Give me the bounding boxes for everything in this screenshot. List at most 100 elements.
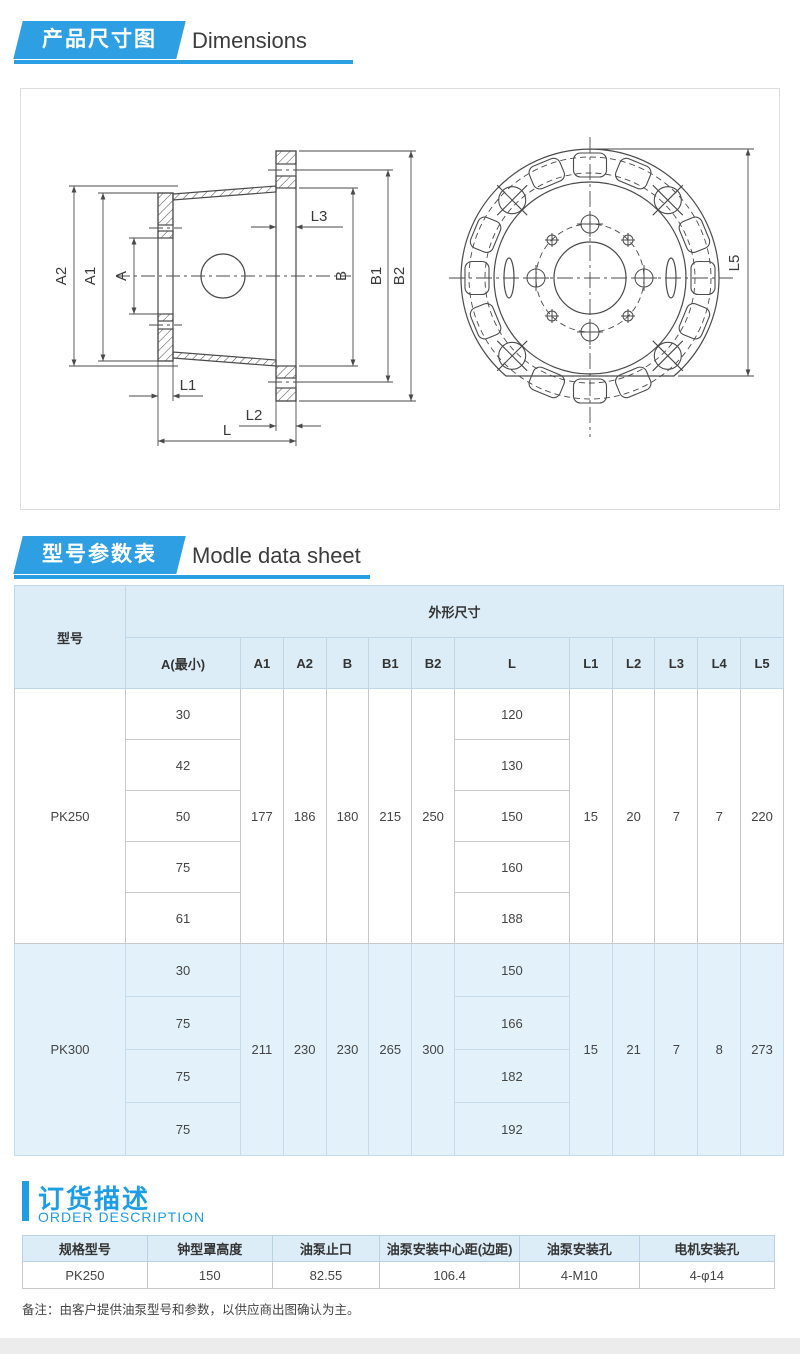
header-underline [14,575,370,579]
table-row: 75 160 [15,841,784,893]
table-row: PK250 150 82.55 106.4 4-M10 4-φ14 [22,1261,776,1289]
cell-model-pk300: PK300 [13,943,127,1156]
cell-l: 150 [453,790,570,842]
svg-text:L1: L1 [180,377,197,394]
order-cell-pump-center-dist: 106.4 [379,1261,521,1289]
dimensions-title: Dimensions [192,28,307,53]
front-view-dimensions [590,148,754,377]
table-row: 50 150 [15,790,784,842]
order-col-pump-center-dist: 油泵安装中心距(边距) [379,1235,521,1262]
cell-l: 182 [453,1049,570,1103]
col-group-outline-size: 外形尺寸 [125,585,784,638]
cell-a2: 186 [282,688,327,944]
order-cell-pump-mount-hole: 4-M10 [519,1261,640,1289]
order-subtitle: ORDER DESCRIPTION [38,1209,206,1225]
cell-a2: 230 [282,943,327,1156]
order-accent-bar [22,1181,29,1221]
cell-b1: 215 [368,688,413,944]
dimensions-tag-ribbon: 产品尺寸图 [18,21,181,59]
order-cell-motor-mount-hole: 4-φ14 [638,1261,776,1289]
cell-b2: 250 [411,688,455,944]
col-header-model: 型号 [13,585,127,689]
cell-a-min: 75 [125,1102,241,1156]
cell-a-min: 42 [125,739,241,791]
order-title: 订货描述 [38,1184,151,1214]
cell-l4: 7 [697,688,742,944]
model-data-table: 型号 外形尺寸 A(最小) A1 A2 B B1 B2 L L1 L2 L3 L… [13,585,784,1156]
remark-note: 备注：由客户提供油泵型号和参数，以供应商出图确认为主。 [22,1303,360,1317]
cell-l1: 15 [568,688,613,944]
datasheet-title: Modle data sheet [192,543,361,568]
cell-a-min: 50 [125,790,241,842]
svg-text:B: B [333,271,350,281]
svg-text:A2: A2 [53,267,70,285]
cell-model-pk250: PK250 [13,688,127,944]
cell-b1: 265 [368,943,413,1156]
front-view-dim-label: L5 [726,255,743,272]
datasheet-tag-ribbon: 型号参数表 [18,536,181,574]
cell-l3: 7 [654,943,699,1156]
col-header-l3: L3 [654,637,699,689]
side-view-centerlines [116,169,351,383]
cell-l: 192 [453,1102,570,1156]
section-header-datasheet: 型号参数表 Modle data sheet [14,535,786,579]
table-row: PK250 30 177 186 180 215 250 120 15 20 7… [13,688,784,944]
svg-text:A: A [113,271,130,281]
cell-l2: 21 [611,943,656,1156]
cell-l: 166 [453,996,570,1050]
cell-a1: 177 [239,688,284,944]
section-header-dimensions: 产品尺寸图 Dimensions [14,20,786,64]
section-header-order: 订货描述 ORDER DESCRIPTION [22,1179,800,1225]
dimensions-tag-label: 产品尺寸图 [42,28,157,51]
svg-text:A1: A1 [82,267,99,285]
cell-b: 180 [325,688,370,944]
col-header-a2: A2 [282,637,327,689]
motor-mount-screws [496,184,684,372]
cell-l4: 8 [697,943,742,1156]
header-underline [14,60,353,64]
svg-text:B1: B1 [368,267,385,285]
cell-l3: 7 [654,688,699,944]
table-row: 42 130 [15,739,784,791]
cell-l2: 20 [611,688,656,944]
cell-l1: 15 [568,943,613,1156]
order-cell-bell-height: 150 [146,1261,273,1289]
cell-a-min: 61 [125,892,241,944]
order-col-pump-spigot: 油泵止口 [271,1235,381,1262]
col-header-b: B [325,637,370,689]
col-header-l2: L2 [611,637,656,689]
front-view-centerlines [449,137,733,437]
col-header-b1: B1 [368,637,413,689]
svg-text:L2: L2 [246,407,263,424]
col-header-l: L [453,637,570,689]
technical-drawing-panel: A2 A1 A B B1 B2 L3 L1 L2 L [20,88,780,510]
col-header-a-min: A(最小) [125,637,241,689]
cell-l5: 220 [740,688,784,944]
col-header-a1: A1 [239,637,284,689]
table-row: PK300 30 211 230 230 265 300 150 15 21 7… [13,943,784,1156]
footer-band [0,1338,800,1354]
order-cell-pump-spigot: 82.55 [271,1261,381,1289]
col-header-l5: L5 [740,637,784,689]
side-view-dimensions [69,150,416,446]
svg-text:L3: L3 [311,208,328,225]
cell-l: 160 [453,841,570,893]
cell-a-min: 75 [125,1049,241,1103]
order-col-bell-height: 钟型罩高度 [146,1235,273,1262]
cell-a-min: 30 [125,688,241,740]
table-row: 61 188 [15,892,784,944]
order-description-table: 规格型号 钟型罩高度 油泵止口 油泵安装中心距(边距) 油泵安装孔 电机安装孔 … [22,1235,776,1289]
bell-housing-drawing: A2 A1 A B B1 B2 L3 L1 L2 L [53,137,754,446]
cell-a-min: 75 [125,841,241,893]
cell-l: 188 [453,892,570,944]
cell-l: 120 [453,688,570,740]
cell-l: 130 [453,739,570,791]
col-header-b2: B2 [411,637,455,689]
cell-b2: 300 [411,943,455,1156]
table-row: 75 192 [15,1102,784,1156]
cell-b: 230 [325,943,370,1156]
order-col-pump-mount-hole: 油泵安装孔 [519,1235,640,1262]
order-col-motor-mount-hole: 电机安装孔 [638,1235,776,1262]
order-col-spec-model: 规格型号 [22,1235,148,1262]
datasheet-tag-label: 型号参数表 [42,543,157,566]
